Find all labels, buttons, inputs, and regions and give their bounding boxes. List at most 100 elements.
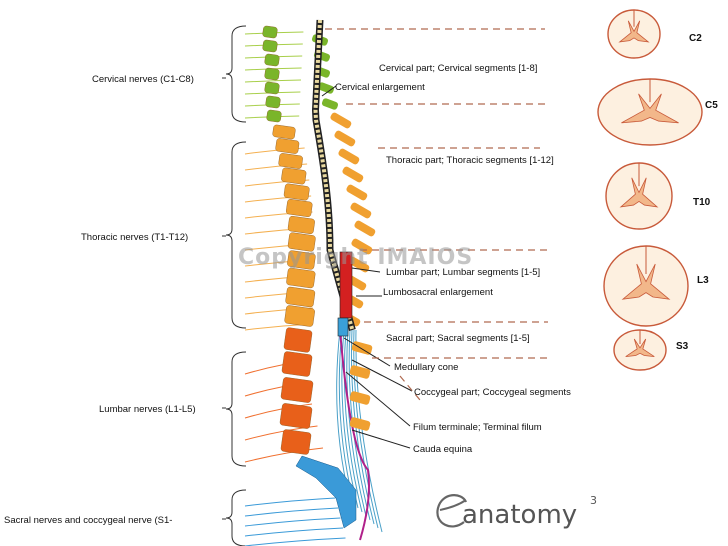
spinal-cord (311, 19, 356, 337)
leader-filum (345, 371, 411, 427)
thoracic-spinous-0 (330, 112, 352, 129)
spinal-nerve-22 (244, 403, 313, 419)
medullary-cone-label: Medullary cone (394, 362, 459, 373)
cross-section-s3-gray-matter (625, 338, 655, 357)
thoracic-spinous-1 (334, 130, 356, 147)
lumbar-vertebra-3 (280, 377, 314, 403)
cross-section-t10 (605, 162, 673, 230)
thoracic-vertebra-10 (286, 267, 316, 289)
spinal-nerve-24 (244, 447, 324, 463)
thoracic-spinous-5 (350, 202, 372, 219)
cross-section-t10-gray-matter (619, 177, 659, 208)
cauda-strand-4 (346, 329, 367, 517)
lumbar-part-label: Lumbar part; Lumbar segments [1-5] (386, 267, 541, 278)
cervical-vertebra-3 (264, 53, 280, 67)
cross-section-c5 (597, 78, 703, 146)
sacral-nerves-label: Sacral nerves and coccygeal nerve (S1- (4, 515, 173, 526)
lumbar-spinous-1 (349, 365, 371, 379)
anatomy-logo-e-icon (436, 494, 468, 528)
spinal-cord-segments (313, 19, 355, 331)
cervical-vertebra-5 (264, 81, 280, 95)
thoracic-nerves-label: Thoracic nerves (T1-T12) (81, 232, 189, 243)
thoracic-vertebra-6 (286, 199, 313, 217)
leader-cauda (351, 429, 411, 449)
leader-cervical-enlargement (321, 85, 337, 97)
lumbar-spinous-3 (349, 417, 371, 431)
cervical-vertebra-4 (264, 67, 280, 81)
cervical-vertebra-7 (266, 109, 282, 123)
lumbar-nerves-label: Lumbar nerves (L1-L5) (99, 404, 196, 415)
thoracic-part-label: Thoracic part; Thoracic segments [1-12] (386, 155, 554, 166)
leader-lumbar-part (351, 267, 381, 273)
spinal-nerve-4 (244, 79, 302, 83)
sacral-cord-segment (337, 317, 349, 337)
section-label-l3: L3 (697, 275, 709, 286)
cervical-vertebra-2 (262, 39, 278, 53)
thoracic-vertebra-7 (287, 215, 315, 235)
lumbar-spinous-2 (349, 391, 371, 405)
lumbar-vertebra-4 (279, 403, 313, 429)
cervical-part-label: Cervical part; Cervical segments [1-8] (379, 63, 538, 74)
spinal-nerve-25 (244, 497, 336, 507)
coccygeal-part-label: Coccygeal part; Coccygeal segments (414, 387, 571, 398)
bracket-lumbar (225, 351, 247, 467)
sacrum (295, 455, 357, 529)
thoracic-vertebra-3 (278, 153, 303, 169)
level-dashed-lines (325, 28, 548, 401)
section-label-t10: T10 (693, 197, 711, 208)
leader-coccygeal (351, 359, 413, 392)
leader-medullary-cone (343, 337, 391, 367)
thoracic-spinous-6 (354, 220, 376, 237)
section-label-c5: C5 (705, 100, 718, 111)
spinal-nerve-29 (244, 537, 346, 546)
region-brackets (222, 25, 247, 546)
cauda-equina-label: Cauda equina (413, 444, 473, 455)
thoracic-spinous-4 (346, 184, 368, 201)
cauda-strand-3 (343, 329, 363, 513)
dash-line-6 (399, 375, 421, 401)
lumbar-vertebra-2 (281, 351, 313, 377)
bracket-cervical (225, 25, 247, 123)
cervical-vertebra-1 (262, 25, 278, 39)
cervical-enlargement-label: Cervical enlargement (335, 82, 425, 93)
cross-section-l3 (603, 245, 689, 327)
cross-section-c2 (607, 9, 661, 59)
thoracic-spinous-7 (351, 238, 373, 255)
thoracic-vertebra-9 (287, 250, 316, 270)
thoracic-vertebra-4 (281, 167, 307, 185)
thoracic-spinous-8 (348, 256, 370, 273)
thoracic-vertebra-12 (284, 305, 315, 327)
cross-section-l3-gray-matter (621, 263, 671, 300)
thoracic-vertebra-2 (275, 138, 300, 154)
spinal-nerve-23 (244, 425, 318, 441)
anatomy-logo: anatomy 3 (432, 488, 602, 536)
sacral-part-label: Sacral part; Sacral segments [1-5] (386, 333, 530, 344)
cross-sections (597, 9, 703, 371)
cervical-vertebra-6 (265, 95, 281, 109)
section-label-c2: C2 (689, 33, 702, 44)
spinal-nerve-27 (244, 517, 341, 527)
thoracic-spinous-2 (338, 148, 360, 165)
annotation-leaders (321, 85, 413, 449)
cervical-spinous-4 (321, 98, 339, 110)
filum-terminale-label: Filum terminale; Terminal filum (413, 422, 542, 433)
lumbar-spinous-0 (351, 341, 373, 355)
anatomy-logo-text: anatomy (462, 500, 578, 530)
anatomy-logo-superscript: 3 (590, 494, 597, 507)
copyright-watermark: Copyright IMAIOS (238, 245, 474, 270)
bracket-thoracic (225, 141, 247, 329)
cross-section-c5-gray-matter (621, 93, 679, 124)
spinal-nerve-28 (244, 527, 344, 537)
cross-section-c2-gray-matter (618, 20, 650, 43)
lumbosacral-enlargement-label: Lumbosacral enlargement (383, 287, 493, 298)
thoracic-vertebra-5 (283, 183, 310, 201)
cervical-nerves-label: Cervical nerves (C1-C8) (92, 74, 194, 85)
lumbar-vertebra-5 (280, 429, 312, 455)
lumbar-vertebra-1 (283, 327, 313, 353)
cross-section-s3 (613, 329, 667, 371)
section-label-s3: S3 (676, 341, 689, 352)
spinal-nerve-8 (244, 147, 305, 155)
spinal-nerve-26 (244, 507, 339, 517)
thoracic-spinous-3 (342, 166, 364, 183)
